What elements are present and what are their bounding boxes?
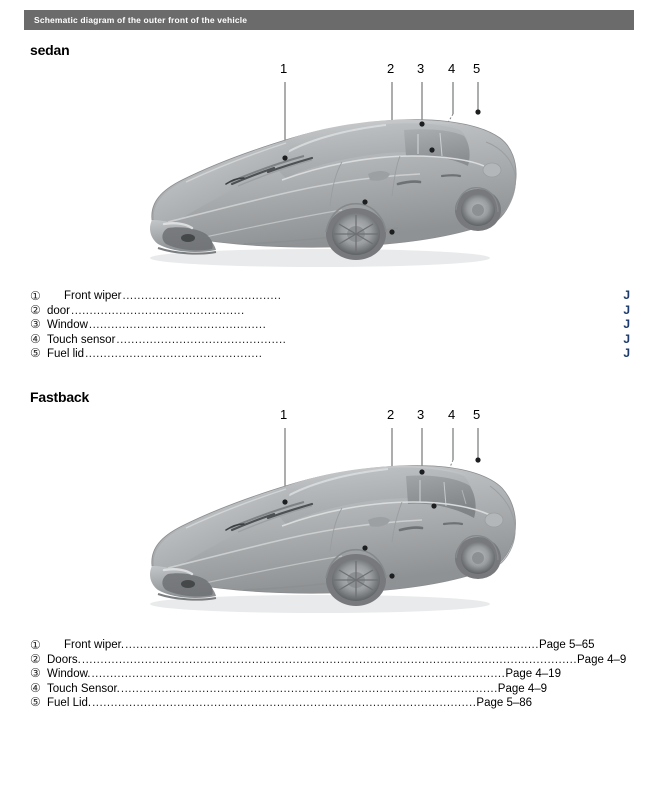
legend-label: Window. <box>47 668 91 680</box>
circled-three-icon: ③ <box>30 666 41 680</box>
legend-row[interactable]: ④ Touch sensor .........................… <box>30 332 630 347</box>
legend-page-ref: J <box>623 346 630 360</box>
legend-page-ref: Page 4–19 <box>505 668 561 680</box>
circled-five-icon: ⑤ <box>30 346 41 360</box>
legend-row[interactable]: ④ Touch Sensor. ........................… <box>30 682 630 697</box>
legend-leader: ........................................… <box>91 668 506 680</box>
legend-label: Touch Sensor. <box>47 682 120 695</box>
callout-dots-fastback <box>282 457 481 579</box>
legend-label: Fuel lid <box>47 348 85 360</box>
legend-page-ref: Page 5–65 <box>538 639 595 651</box>
legend-page-ref: J <box>623 302 630 317</box>
legend-row[interactable]: ① Front wiper. .........................… <box>30 638 630 653</box>
vehicle-illustration-sedan <box>150 119 517 267</box>
front-wheel-sedan <box>326 208 386 260</box>
legend-page-ref: Page 5–86 <box>476 697 533 709</box>
callout-dots-sedan <box>282 109 481 235</box>
legend-leader: ........................................… <box>122 290 282 302</box>
legend-leader: ........................................… <box>88 319 267 331</box>
legend-leader: ........................................… <box>125 639 539 651</box>
front-wheel-fastback <box>326 554 386 606</box>
legend-row[interactable]: ⑤ Fuel Lid. ............................… <box>30 696 630 711</box>
legend-leader: ........................................… <box>81 653 578 666</box>
circled-one-icon: ① <box>30 289 41 303</box>
legend-row[interactable]: ② door .................................… <box>30 303 630 318</box>
legend-label: Doors. <box>47 653 81 666</box>
legend-row[interactable]: ② Doors. ...............................… <box>30 653 630 668</box>
legend-leader: ........................................… <box>85 348 263 360</box>
circled-one-icon: ① <box>30 638 41 652</box>
legend-label: Touch sensor <box>47 333 116 346</box>
rear-wheel-sedan <box>455 189 501 231</box>
legend-page-ref: Page 4–9 <box>577 653 627 666</box>
legend-leader: ........................................… <box>71 304 245 317</box>
legend-label: Front wiper. <box>64 639 125 651</box>
legend-row[interactable]: ③ Window. ..............................… <box>30 667 630 682</box>
section-heading-fastback: Fastback <box>30 389 90 405</box>
vehicle-illustration-fastback <box>150 465 516 613</box>
legend-row[interactable]: ① Front wiper ..........................… <box>30 288 630 303</box>
legend-label: Window <box>47 319 88 331</box>
legend-page-ref: Page 4–9 <box>497 682 548 695</box>
legend-page-ref: J <box>623 288 630 302</box>
circled-two-icon: ② <box>30 651 41 666</box>
circled-two-icon: ② <box>30 302 41 317</box>
legend-row[interactable]: ③ Window ...............................… <box>30 317 630 332</box>
circled-four-icon: ④ <box>30 331 41 346</box>
legend-leader: ........................................… <box>116 333 287 346</box>
legend-row[interactable]: ⑤ Fuel lid .............................… <box>30 346 630 361</box>
legend-leader: ........................................… <box>120 682 498 695</box>
legend-page-ref: J <box>623 317 630 331</box>
legend-fastback: ① Front wiper. .........................… <box>30 638 630 711</box>
legend-leader: ........................................… <box>92 697 477 709</box>
legend-label: Front wiper <box>64 290 122 302</box>
page-title: Schematic diagram of the outer front of … <box>34 15 248 25</box>
circled-three-icon: ③ <box>30 317 41 331</box>
figure-sedan: 1 2 3 4 5 <box>0 61 648 277</box>
section-heading-sedan: sedan <box>30 42 70 58</box>
rear-wheel-fastback <box>455 537 501 579</box>
legend-label: door <box>47 304 71 317</box>
circled-five-icon: ⑤ <box>30 695 41 709</box>
legend-page-ref: J <box>623 331 630 346</box>
legend-sedan: ① Front wiper ..........................… <box>30 288 630 361</box>
legend-label: Fuel Lid. <box>47 697 92 709</box>
figure-fastback: 1 2 3 4 5 <box>0 407 648 623</box>
header-band: Schematic diagram of the outer front of … <box>24 10 634 30</box>
circled-four-icon: ④ <box>30 680 41 695</box>
